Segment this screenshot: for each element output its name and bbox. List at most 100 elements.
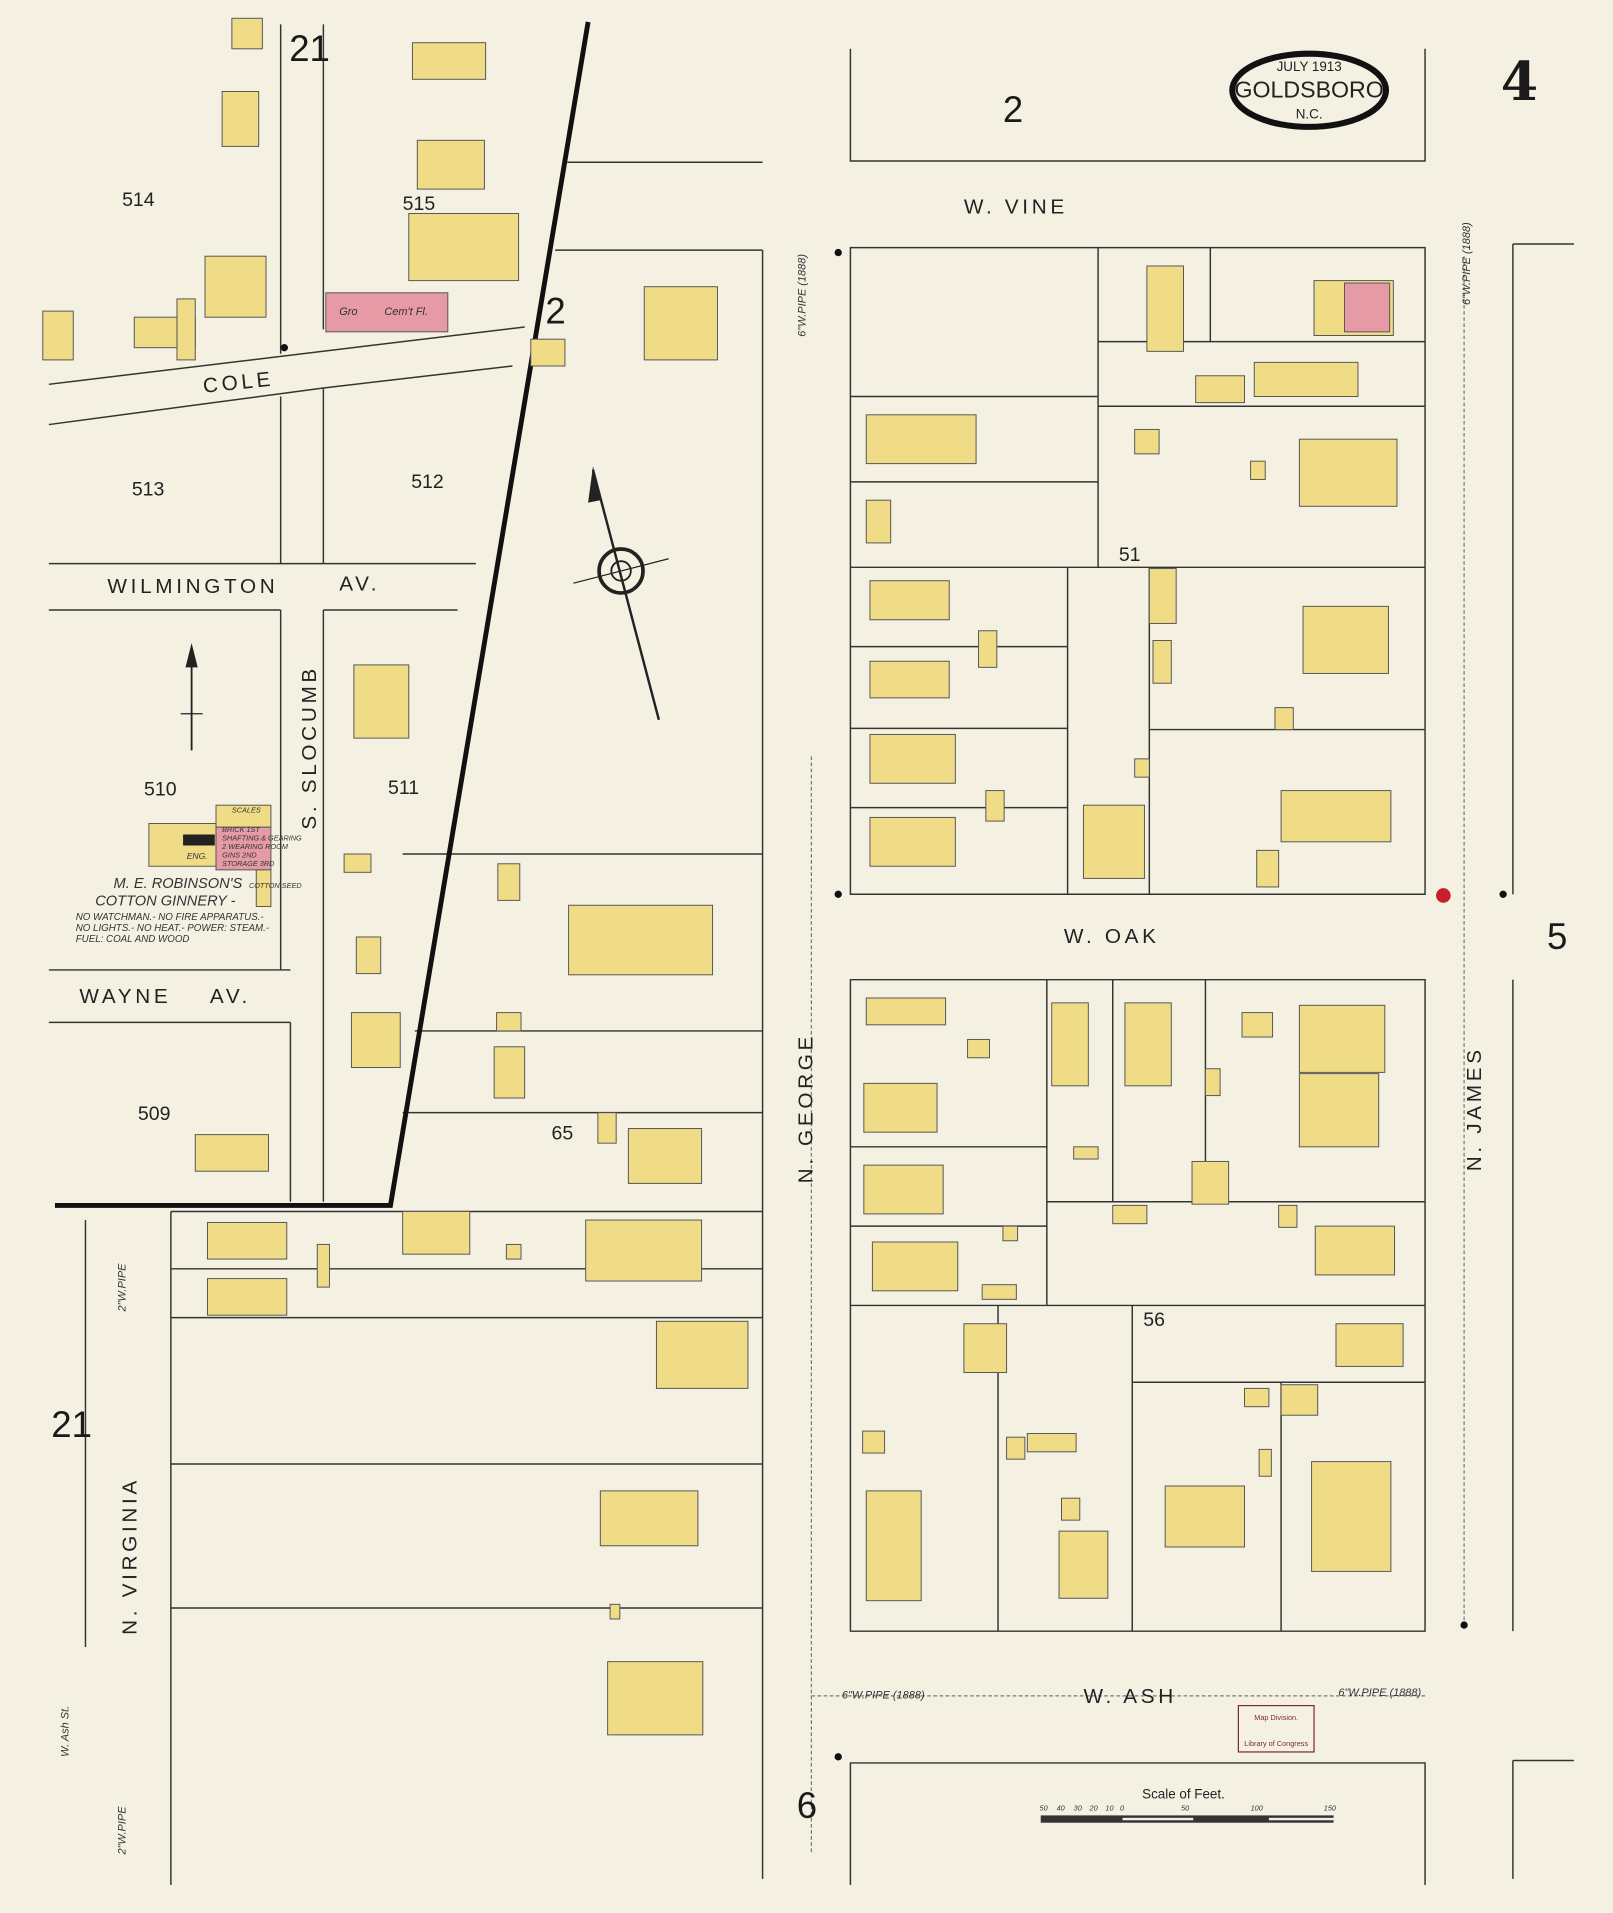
street-w-oak: W. OAK (1064, 925, 1160, 948)
frame-building (1060, 1497, 1081, 1521)
frame-building (1134, 758, 1150, 778)
scale-bar: Scale of Feet. 50 40 30 20 10 0 50 100 1… (1040, 1786, 1336, 1823)
north-arrow-icon (180, 642, 203, 751)
frame-building (597, 1112, 617, 1144)
frame-building (1244, 1387, 1270, 1408)
frame-building (530, 338, 566, 367)
pipe-label: 6"W.PIPE (1888) (842, 1689, 925, 1701)
fire-alarm-icon (1436, 888, 1451, 903)
street-w-vine: W. VINE (964, 196, 1068, 219)
stamp-line1: Map Division. (1254, 1713, 1298, 1722)
frame-building (967, 1038, 990, 1059)
frame-building (865, 414, 977, 465)
frame-building (1278, 1204, 1298, 1228)
street-n-virginia: N. VIRGINIA (119, 1477, 142, 1635)
adjacent-sheet-top: 2 (1003, 89, 1023, 130)
ginnery-building (255, 869, 272, 907)
ginnery-engine: ENG. (187, 851, 208, 861)
ginnery-type: COTTON GINNERY - (95, 893, 235, 909)
title-cartouche: JULY 1913 GOLDSBORO N.C. (1229, 50, 1390, 130)
frame-building (1280, 1384, 1319, 1416)
pipe-label: 6"W.PIPE (1888) (1338, 1687, 1421, 1699)
frame-building (1002, 1225, 1019, 1242)
frame-building (343, 853, 372, 873)
library-stamp: Map Division. Library of Congress (1237, 1704, 1315, 1753)
frame-building (1298, 1004, 1386, 1073)
frame-building (1280, 790, 1392, 843)
frame-building (1302, 605, 1389, 674)
buildings (42, 17, 1404, 1736)
frame-building (978, 630, 998, 668)
adjacent-sheet-right: 5 (1547, 916, 1567, 957)
brick-building (1344, 282, 1391, 333)
street-s-slocumb: S. SLOCUMB (298, 665, 321, 830)
frame-building (981, 1284, 1017, 1300)
frame-building (42, 310, 74, 361)
frame-building (568, 904, 714, 976)
block-515: 515 (403, 193, 436, 215)
scale-tick: 10 (1105, 1804, 1113, 1813)
frame-building (1191, 1160, 1230, 1205)
frame-building (496, 1012, 522, 1032)
stamp-line2: Library of Congress (1244, 1739, 1308, 1748)
frame-building (985, 790, 1005, 822)
street-wayne-av: AV. (210, 985, 251, 1008)
street-wilmington: WILMINGTON (107, 575, 278, 598)
adjacent-sheet-left-top: 21 (289, 28, 330, 69)
street-wayne: WAYNE (79, 985, 171, 1008)
frame-building (1204, 1068, 1221, 1097)
frame-building (607, 1661, 704, 1736)
frame-building (1274, 707, 1294, 731)
scale-title: Scale of Feet. (1142, 1786, 1225, 1801)
ginnery-interior: GINS 2ND (222, 851, 257, 860)
scale-tick: 0 (1120, 1804, 1124, 1813)
title-date: JULY 1913 (1277, 59, 1342, 74)
block-511: 511 (388, 777, 419, 799)
street-cole: COLE (202, 368, 275, 398)
pipe-label: 2"W.PIPE (117, 1263, 129, 1313)
frame-building (505, 1243, 522, 1260)
ginnery-note: FUEL: COAL AND WOOD (76, 934, 190, 945)
street-wilmington-av: AV. (339, 572, 380, 595)
hydrants (280, 248, 1507, 1761)
block-510: 510 (144, 778, 177, 800)
scale-tick: 100 (1251, 1804, 1263, 1813)
frame-building (869, 580, 950, 621)
ginnery-note: NO WATCHMAN.- NO FIRE APPARATUS.- (76, 912, 265, 923)
frame-building (1311, 1461, 1392, 1572)
frame-building (863, 1164, 944, 1215)
frame-building (1058, 1530, 1109, 1599)
frame-building (869, 733, 956, 784)
title-city: GOLDSBORO (1234, 77, 1383, 103)
frame-building (1026, 1433, 1077, 1453)
frame-building (1112, 1204, 1148, 1225)
frame-building (1051, 1002, 1089, 1087)
frame-building (353, 664, 410, 739)
ginnery-building (215, 826, 272, 871)
frame-building (1241, 1012, 1274, 1038)
block-513: 513 (132, 478, 165, 500)
compass-rose (573, 466, 669, 721)
frame-building (1073, 1146, 1099, 1160)
frame-building (963, 1323, 1008, 1374)
frame-building (599, 1490, 699, 1547)
frame-building (1164, 1485, 1245, 1548)
title-state: N.C. (1296, 106, 1323, 121)
street-lines (48, 24, 1574, 1885)
frame-building (1124, 1002, 1172, 1087)
adjacent-sheet-bottom: 6 (797, 1785, 817, 1826)
adjacent-sheet-diagonal: 2 (545, 290, 565, 331)
block-509: 509 (138, 1103, 171, 1125)
frame-building (411, 42, 487, 80)
block-514: 514 (122, 189, 155, 211)
frame-building (1006, 1436, 1026, 1460)
frame-building (416, 139, 485, 190)
frame-building (350, 1012, 401, 1069)
cotton-ginnery: SCALES BRICK 1ST SHAFTING & GEARING 2 WE… (76, 806, 303, 945)
frame-building (871, 1241, 959, 1292)
ginnery-interior: SHAFTING & GEARING (222, 834, 302, 843)
frame-building (206, 1278, 288, 1316)
frame-building (1314, 1225, 1396, 1276)
frame-building (1253, 361, 1359, 397)
